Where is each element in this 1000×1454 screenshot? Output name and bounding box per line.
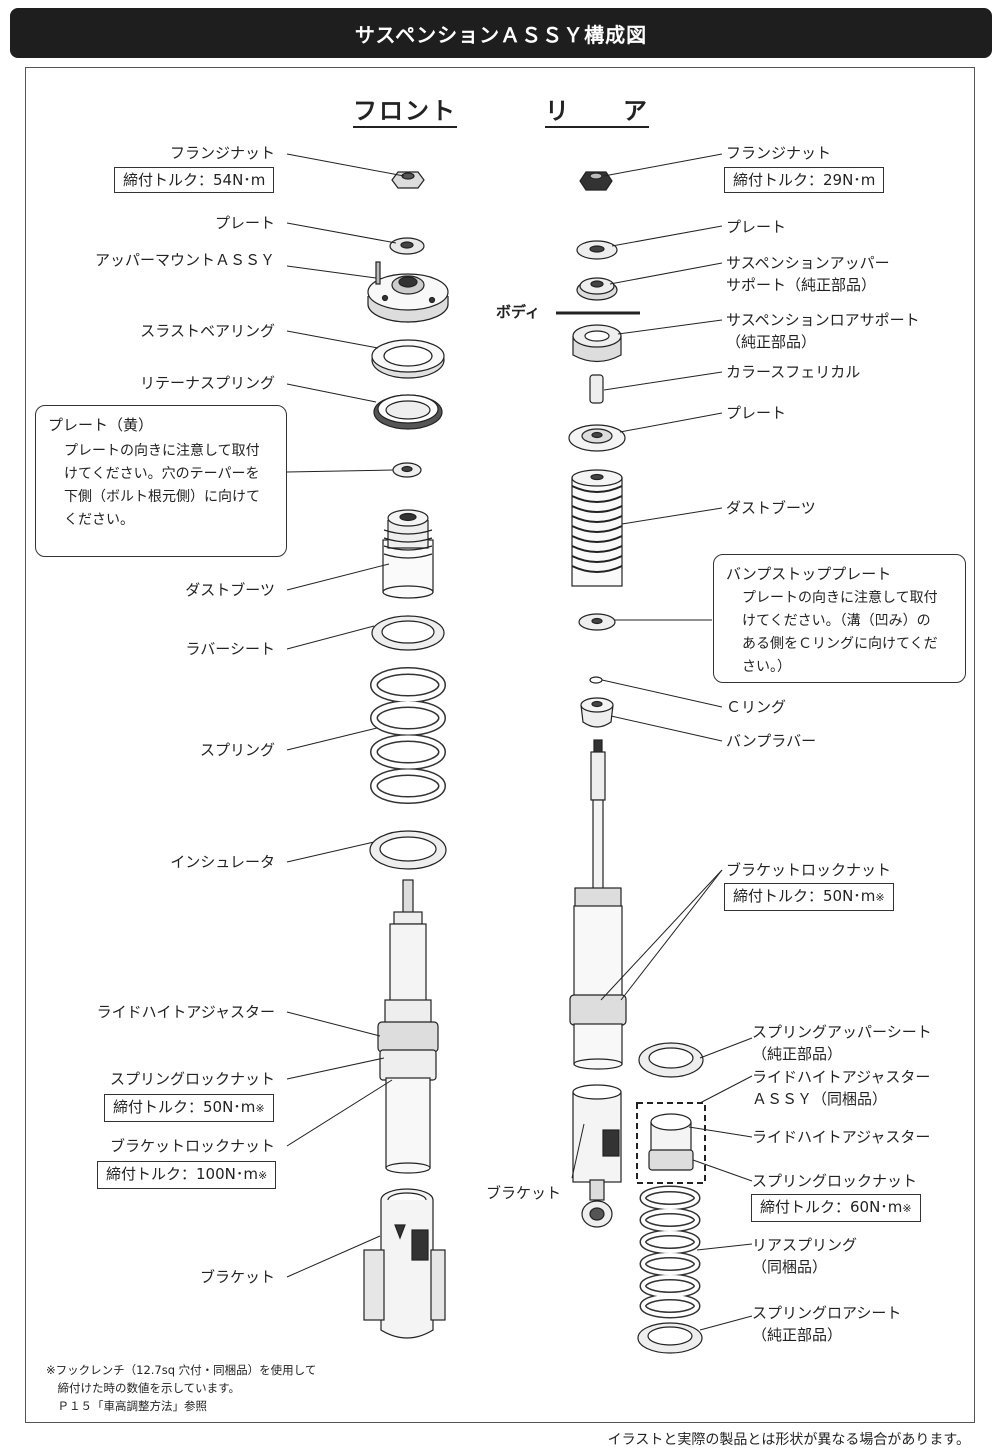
rear-plate-mid-label: プレート (726, 404, 787, 422)
yellow-plate-note-body: プレートの向きに注意して取付 けてください。穴のテーパーを 下側（ボルト根元側）… (64, 443, 260, 528)
front-bracket-part (363, 1188, 446, 1339)
rear-bump-stop-plate-part (578, 613, 616, 631)
rear-lower-support-part (572, 324, 622, 363)
rear-collar-label: カラースフェリカル (726, 363, 861, 381)
front-flange-nut-torque: 締付トルク：54N･m (114, 167, 275, 193)
rear-spring-lower-seat-part (637, 1322, 703, 1354)
rear-spring-lower-seat-label: スプリングロアシート （純正部品） (752, 1304, 902, 1344)
rear-adjuster-part (648, 1113, 694, 1171)
rear-lower-support-label: サスペンションロアサポート （純正部品） (726, 311, 920, 351)
rear-plate-top-part (576, 240, 618, 260)
body-label: ボディ (496, 303, 540, 321)
disclaimer: イラストと実際の製品とは形状が異なる場合があります。 (607, 1432, 970, 1448)
front-retainer-spring-part (373, 394, 443, 430)
front-dust-boots-part (382, 509, 434, 599)
rear-spring-label: リアスプリング （同梱品） (752, 1236, 858, 1276)
rear-flange-nut-label: フランジナット (726, 144, 832, 162)
rear-c-ring-part (589, 676, 603, 684)
rear-adjuster-assy-label: ライドハイトアジャスター ＡＳＳＹ（同梱品） (752, 1068, 931, 1108)
front-thrust-bearing-part (371, 339, 445, 379)
bump-stop-plate-note-body: プレートの向きに注意して取付 けてください。（溝（凹み）の ある側をＣリングに向… (742, 590, 938, 675)
bump-stop-plate-note-title: バンプストッププレート (726, 565, 892, 583)
front-rubber-seat-label: ラバーシート (185, 640, 275, 658)
rear-spring-lock-nut-torque: 締付トルク：60N･m※ (751, 1194, 921, 1222)
front-ride-height-adjuster-label: ライドハイトアジャスター (96, 1003, 275, 1021)
front-dust-boots-label: ダストブーツ (185, 581, 275, 599)
rear-bump-rubber-label: バンプラバー (726, 732, 817, 750)
yellow-plate-note-title: プレート（黄） (48, 416, 154, 434)
front-insulator-label: インシュレータ (170, 853, 275, 871)
front-thrust-bearing-label: スラストベアリング (140, 322, 275, 340)
rear-dust-boots-label: ダストブーツ (726, 499, 816, 517)
rear-plate-mid-part (568, 424, 626, 452)
page-title: サスペンションＡＳＳＹ構成図 (10, 8, 992, 58)
rear-bracket-part (572, 1084, 622, 1228)
rear-bump-rubber-part (580, 697, 614, 728)
rear-plate-top-label: プレート (726, 218, 787, 236)
front-plate-label: プレート (214, 214, 275, 232)
front-flange-nut-label: フランジナット (169, 144, 275, 162)
rear-spring-lock-nut-label: スプリングロックナット (752, 1172, 918, 1190)
rear-bracket-label: ブラケット (486, 1184, 562, 1202)
bump-stop-plate-note: バンプストッププレート プレートの向きに注意して取付 けてください。（溝（凹み）… (713, 554, 966, 683)
front-spring-lock-nut-torque: 締付トルク：50N･m※ (104, 1094, 274, 1122)
footnote: ※フックレンチ（12.7sq 穴付・同梱品）を使用して 締付けた時の数値を示して… (46, 1363, 317, 1413)
front-spring-label: スプリング (199, 741, 275, 759)
front-damper-part (377, 879, 439, 1174)
rear-dust-boots-part (571, 469, 623, 587)
yellow-plate-note: プレート（黄） プレートの向きに注意して取付 けてください。穴のテーパーを 下側… (35, 405, 287, 557)
rear-header: リ ア (545, 96, 649, 128)
rear-bracket-lock-nut-label: ブラケットロックナット (726, 861, 892, 879)
rear-collar-part (589, 374, 604, 404)
rear-spring-upper-seat-label: スプリングアッパーシート （純正部品） (752, 1023, 932, 1063)
rear-upper-support-part (576, 277, 618, 301)
rear-damper-part (569, 739, 627, 1070)
front-bracket-label: ブラケット (199, 1268, 275, 1286)
front-spring-lock-nut-label: スプリングロックナット (109, 1070, 275, 1088)
front-insulator-part (369, 830, 447, 870)
rear-ride-height-adjuster-label: ライドハイトアジャスター (752, 1128, 931, 1146)
front-rubber-seat-part (371, 615, 445, 651)
front-bracket-lock-nut-label: ブラケットロックナット (109, 1137, 275, 1155)
front-upper-mount-label: アッパーマウントＡＳＳＹ (94, 251, 275, 269)
front-plate-part (389, 237, 425, 255)
rear-bracket-lock-nut-torque: 締付トルク：50N･m※ (724, 883, 894, 911)
diagram-frame (25, 67, 975, 1423)
front-bracket-lock-nut-torque: 締付トルク：100N･m※ (97, 1161, 277, 1189)
front-retainer-spring-label: リテーナスプリング (139, 374, 275, 392)
rear-flange-nut-torque: 締付トルク：29N･m (724, 167, 885, 193)
rear-adjuster-assy-box (636, 1102, 706, 1184)
rear-flange-nut-part (579, 171, 613, 191)
rear-upper-support-label: サスペンションアッパー サポート（純正部品） (726, 254, 890, 294)
rear-c-ring-label: Ｃリング (726, 698, 787, 716)
front-upper-mount-part (367, 261, 449, 323)
front-header: フロント (353, 96, 457, 128)
rear-spring-upper-seat-part (638, 1042, 704, 1078)
